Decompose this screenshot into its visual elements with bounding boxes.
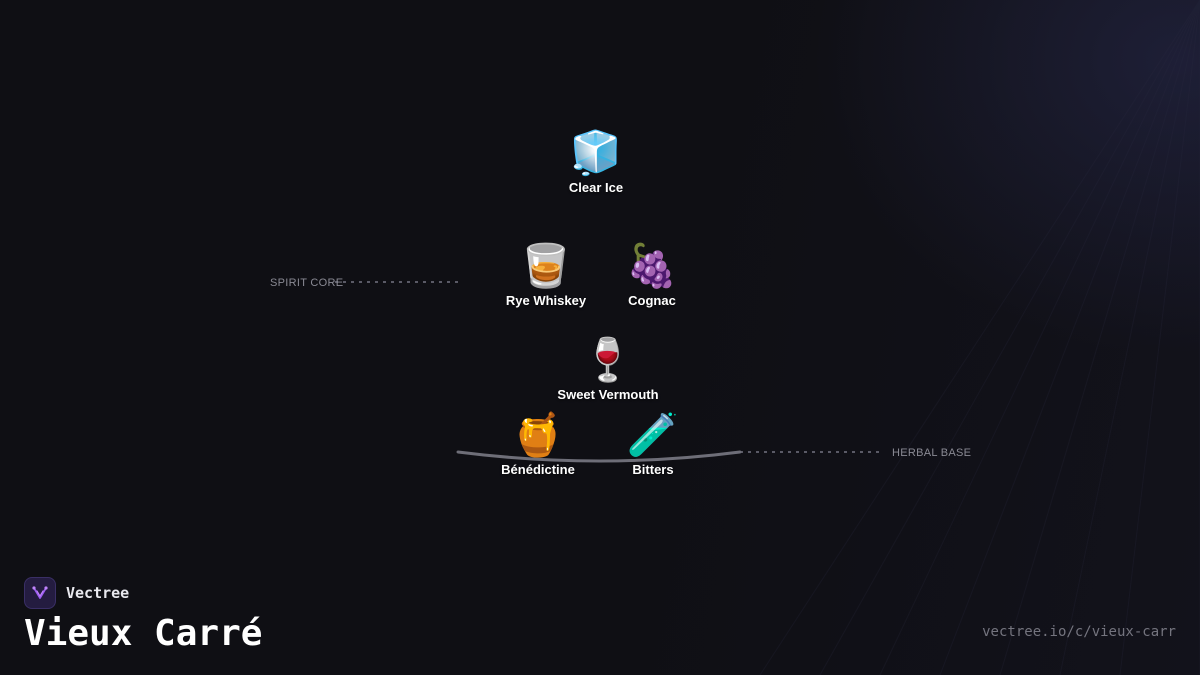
wine-glass-icon: 🍷	[581, 336, 635, 383]
ingredient-benedictine[interactable]: 🍯 Bénédictine	[468, 410, 608, 477]
zone-label-spirit-core: SPIRIT CORE	[270, 277, 344, 289]
ingredient-cognac[interactable]: 🍇 Cognac	[582, 241, 722, 308]
share-url[interactable]: vectree.io/c/vieux-carr	[982, 624, 1176, 640]
ingredient-bitters[interactable]: 🧪 Bitters	[583, 410, 723, 477]
ingredient-rye-whiskey[interactable]: 🥃 Rye Whiskey	[476, 241, 616, 308]
honey-pot-icon: 🍯	[511, 411, 565, 458]
ingredient-label: Sweet Vermouth	[557, 387, 659, 402]
ingredient-label: Clear Ice	[568, 180, 624, 195]
ingredient-label: Rye Whiskey	[505, 293, 587, 308]
zone-label-herbal-base: HERBAL BASE	[892, 447, 972, 459]
tumbler-glass-icon: 🥃	[519, 242, 573, 289]
ice-cube-icon: 🧊	[569, 129, 623, 176]
ingredient-label: Bénédictine	[501, 462, 575, 477]
glass-bottom-curve	[456, 450, 742, 463]
ingredient-sweet-vermouth[interactable]: 🍷 Sweet Vermouth	[538, 335, 678, 402]
vectree-logo-icon	[24, 577, 56, 609]
page-title: Vieux Carré	[24, 613, 263, 654]
ingredient-label: Cognac	[628, 293, 676, 308]
brand[interactable]: Vectree	[24, 577, 129, 609]
ingredient-clear-ice[interactable]: 🧊 Clear Ice	[526, 128, 666, 195]
grapes-icon: 🍇	[625, 242, 679, 289]
test-tube-icon: 🧪	[626, 411, 680, 458]
ingredient-label: Bitters	[632, 462, 674, 477]
brand-name: Vectree	[66, 584, 130, 602]
